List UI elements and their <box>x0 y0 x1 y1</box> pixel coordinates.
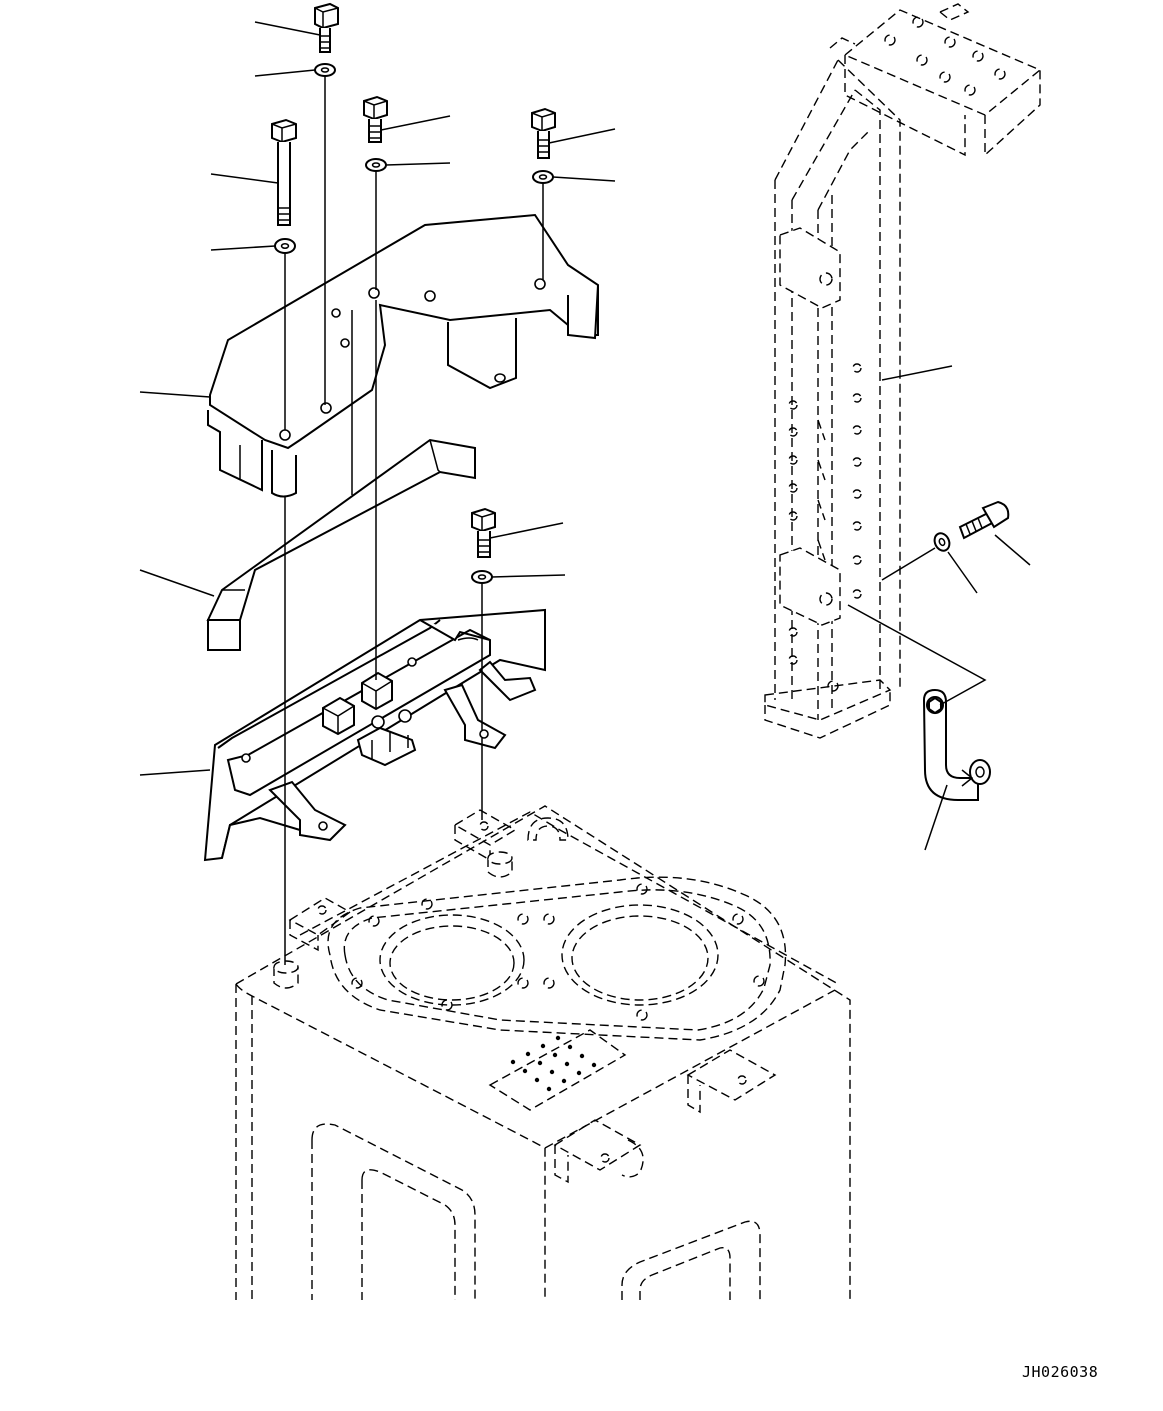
frame-bolt <box>958 500 1010 540</box>
frame-holes <box>788 363 862 665</box>
right-bolt <box>531 107 556 159</box>
frame-washer <box>933 532 951 552</box>
mid-bolt <box>363 95 388 143</box>
lower-bolt-washer <box>471 570 493 584</box>
drawing-number: JH026038 <box>1022 1363 1099 1381</box>
leader-lines <box>139 21 1031 851</box>
lower-bolt <box>471 507 496 558</box>
vent-pattern <box>488 1029 627 1111</box>
ladder-frame <box>764 3 1042 739</box>
mid-bolt-washer <box>365 158 387 172</box>
frame-bolt-axis <box>881 547 936 581</box>
clamp-leader-line <box>847 604 987 706</box>
long-bolt-washer <box>274 238 296 254</box>
cable-clamp <box>922 688 991 801</box>
top-bolt <box>314 2 339 53</box>
tank-body <box>235 805 851 1300</box>
right-bolt-washer <box>532 170 554 184</box>
assembly-axis-lines <box>284 76 544 965</box>
cover-plate <box>207 213 599 498</box>
long-bolt <box>271 118 297 226</box>
spacer-bar <box>206 438 476 651</box>
flange-holes <box>351 883 765 1021</box>
top-washer <box>314 63 336 77</box>
mounting-tray <box>203 608 546 862</box>
